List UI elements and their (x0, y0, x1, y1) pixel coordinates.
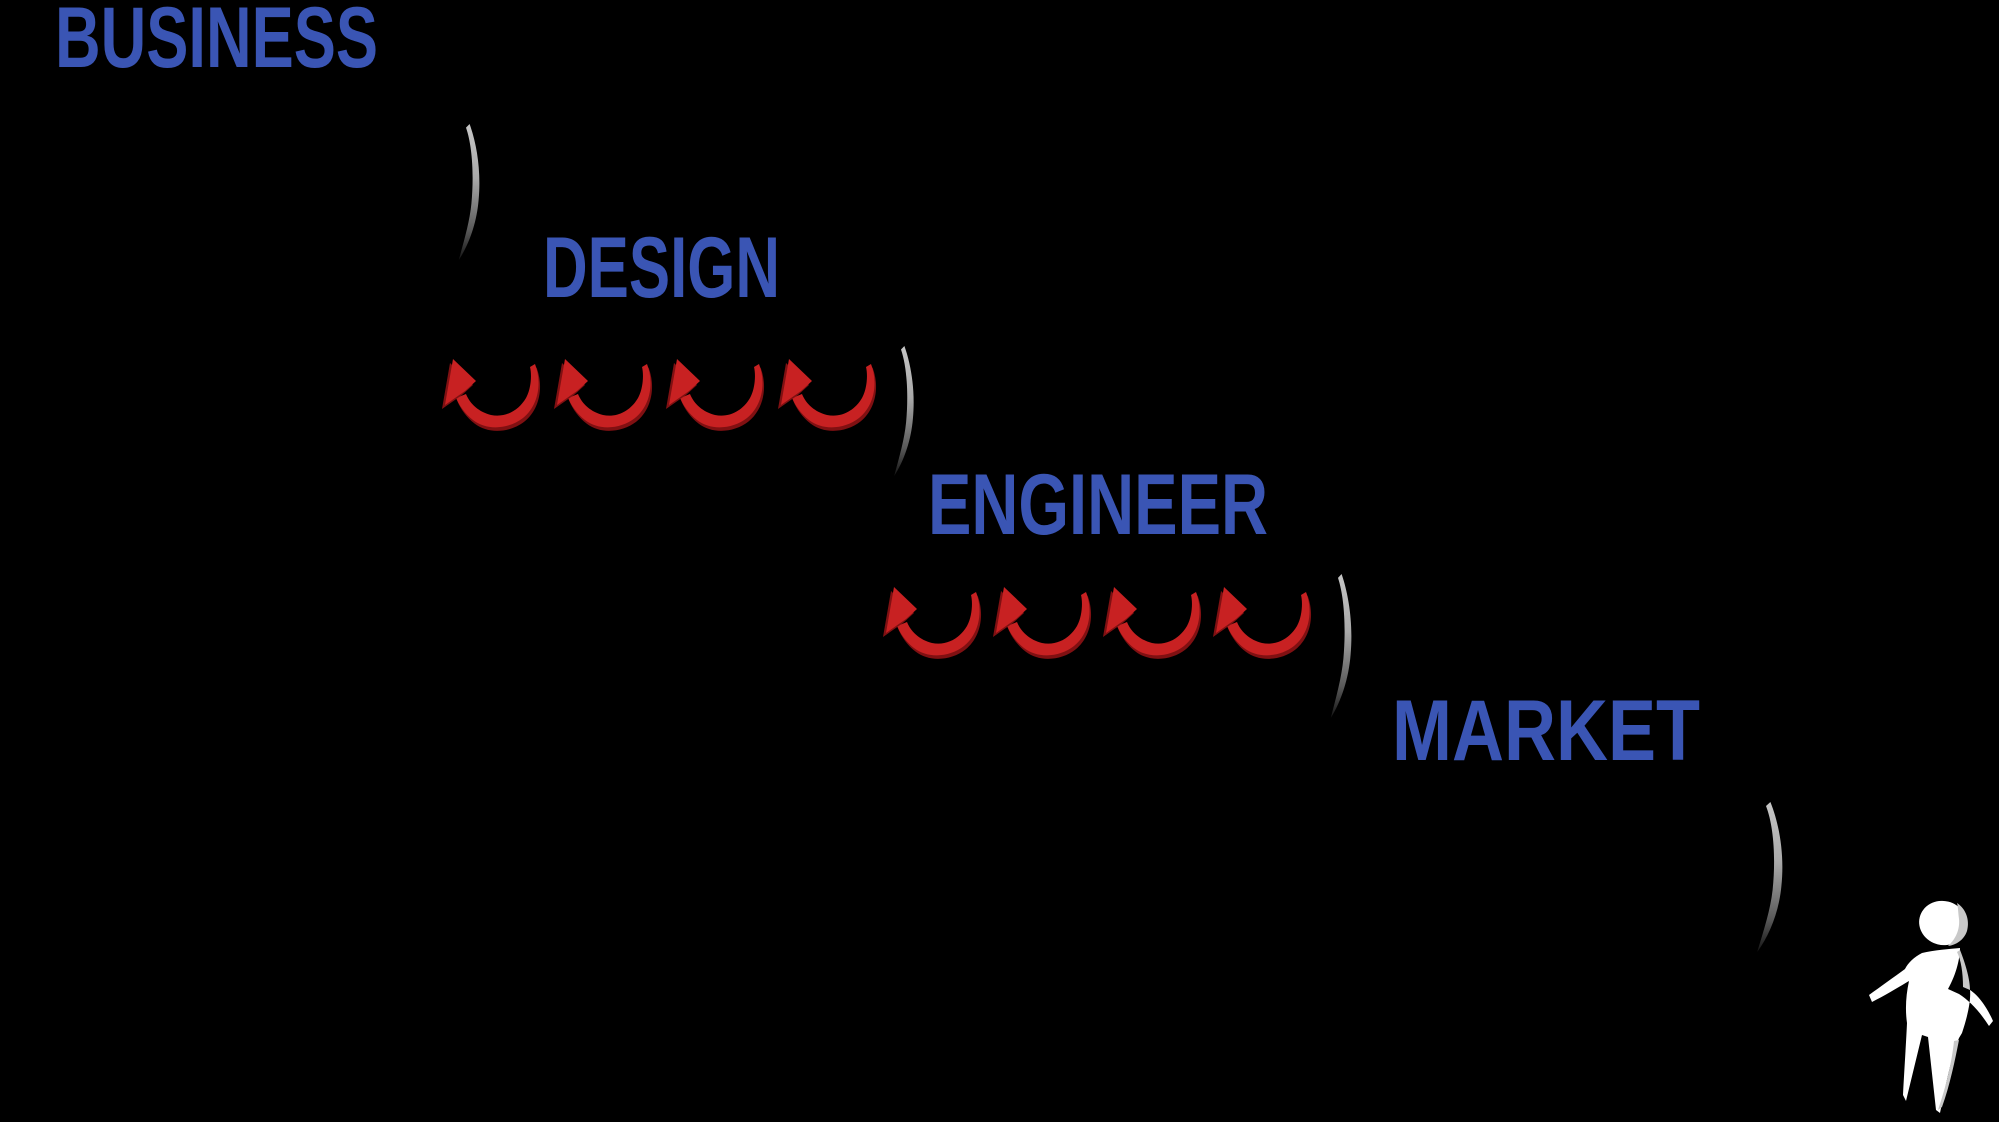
stage-label-engineer: ENGINEER (928, 457, 1268, 553)
loopback-arrow-icon (554, 359, 653, 431)
person-body (1869, 948, 1993, 1113)
stage-label-market: MARKET (1392, 683, 1700, 779)
flow-arc-icon (458, 124, 480, 260)
loopback-arrow-icon (883, 587, 982, 659)
loopback-arrow-icon (778, 359, 877, 431)
stage-label-design: DESIGN (543, 220, 780, 316)
loopback-arrow-icon (1103, 587, 1202, 659)
loopback-arrow-icon (1213, 587, 1312, 659)
flow-arc-icon (1330, 574, 1352, 718)
person-icon (1869, 900, 1993, 1113)
stage-label-business: BUSINESS (55, 0, 378, 86)
stage-label-design-text: DESIGN (543, 220, 780, 316)
stage-label-engineer-text: ENGINEER (928, 457, 1268, 553)
person-back-shade (1957, 950, 1970, 990)
flow-arc-icon (894, 346, 914, 476)
loopback-arrow-icon (442, 359, 541, 431)
loopback-arrow-icon (666, 359, 765, 431)
person-head (1919, 900, 1967, 946)
loopback-arrow-icon (993, 587, 1092, 659)
stage-label-business-text: BUSINESS (55, 0, 378, 86)
person-head-shade (1948, 903, 1968, 946)
flow-arc-icon (1757, 802, 1783, 952)
person-leg-shade (1938, 1040, 1959, 1110)
stage-label-market-text: MARKET (1392, 683, 1700, 779)
